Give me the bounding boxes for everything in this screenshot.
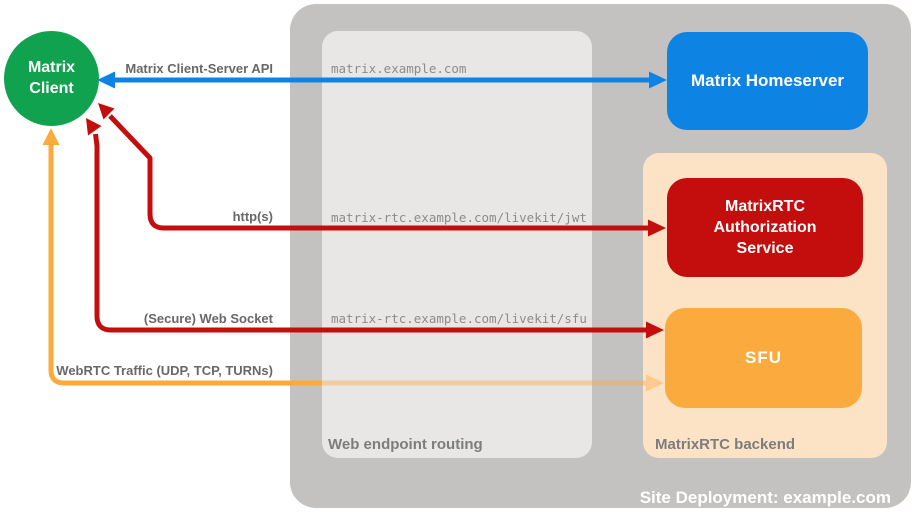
auth-service-label: MatrixRTC Authorization Service xyxy=(713,197,817,258)
routing-panel-label: Web endpoint routing xyxy=(328,436,483,453)
node-matrixrtc-authorization-service: MatrixRTC Authorization Service xyxy=(667,178,863,277)
client-label-line1: Matrix xyxy=(27,58,76,76)
client-label-line2: Client xyxy=(29,79,74,97)
node-sfu: SFU xyxy=(665,308,862,408)
node-matrix-client: Matrix Client xyxy=(4,31,99,126)
sfu-label: SFU xyxy=(745,348,782,367)
http-arrow-label: http(s) xyxy=(232,209,273,224)
web-endpoint-routing-panel xyxy=(322,31,592,458)
endpoint-livekit-sfu: matrix-rtc.example.com/livekit/sfu xyxy=(331,311,587,326)
homeserver-label: Matrix Homeserver xyxy=(690,71,845,90)
site-deployment-label: Site Deployment: example.com xyxy=(639,488,891,507)
webrtc-arrow-label: WebRTC Traffic (UDP, TCP, TURNs) xyxy=(56,363,273,378)
websocket-arrow-label: (Secure) Web Socket xyxy=(143,311,273,326)
node-matrix-homeserver: Matrix Homeserver xyxy=(667,32,868,130)
endpoint-matrix-example: matrix.example.com xyxy=(331,61,467,76)
api-arrow-label: Matrix Client-Server API xyxy=(125,61,273,76)
backend-panel-label: MatrixRTC backend xyxy=(655,436,796,453)
endpoint-livekit-jwt: matrix-rtc.example.com/livekit/jwt xyxy=(331,210,587,225)
